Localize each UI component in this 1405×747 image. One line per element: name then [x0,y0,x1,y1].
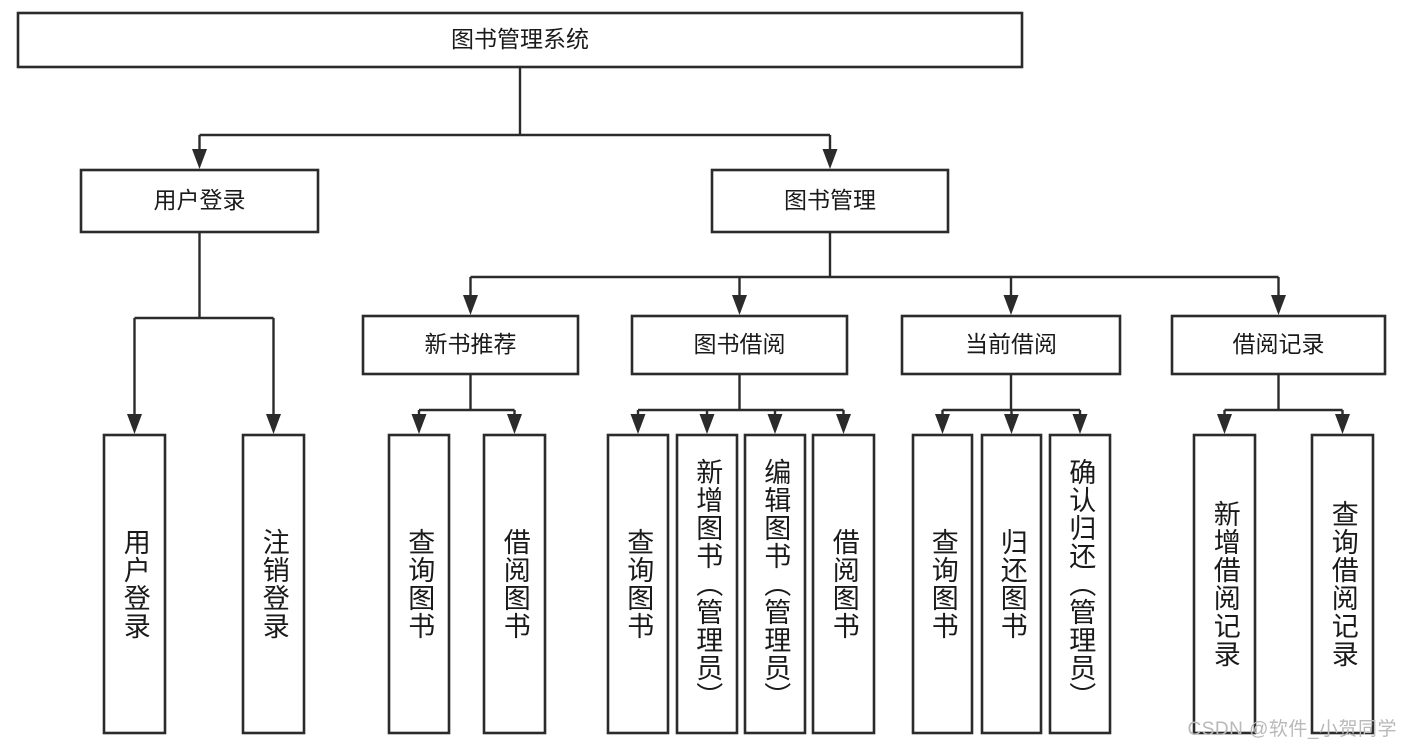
arrow-head-icon [699,414,715,434]
arrow-head-icon [630,414,646,434]
node-level3-2[interactable] [900,314,1122,376]
node-level2-0[interactable] [79,168,320,234]
node-leaf-0[interactable] [102,433,167,735]
arrow-head-icon [1004,414,1019,434]
connector-layer [127,67,1350,434]
node-leaf-6[interactable] [743,433,807,735]
arrow-head-icon [1072,414,1088,434]
node-level3-label-2: 当前借阅 [965,331,1057,357]
arrow-head-icon [1217,414,1232,434]
node-level3-1[interactable] [630,314,849,376]
arrow-head-icon [767,414,783,434]
node-leaf-5[interactable] [675,433,739,735]
node-leaf-4[interactable] [606,433,670,735]
node-root[interactable] [16,11,1024,69]
arrow-head-icon [1003,295,1019,315]
arrow-head-icon [1271,295,1286,315]
arrow-head-icon [836,414,851,434]
arrow-head-icon [463,295,478,315]
node-leaf-12[interactable] [1310,433,1375,735]
arrow-head-icon [507,414,522,434]
node-level2-1[interactable] [710,168,950,234]
arrow-head-icon [411,414,427,434]
node-level3-0[interactable] [361,314,580,376]
node-leaf-9[interactable] [980,433,1043,735]
node-leaf-3[interactable] [482,433,547,735]
node-level3-label-1: 图书借阅 [694,331,786,357]
node-root-label: 图书管理系统 [451,26,589,52]
node-leaf-11[interactable] [1192,433,1257,735]
arrow-head-icon [822,149,838,169]
arrow-head-icon [127,414,142,434]
node-level3-3[interactable] [1170,314,1387,376]
arrow-head-icon [266,414,281,434]
arrow-head-icon [732,295,747,315]
arrow-head-icon [192,149,207,169]
node-level3-label-3: 借阅记录 [1233,331,1325,357]
node-level3-label-0: 新书推荐 [425,331,517,357]
arrow-head-icon [935,414,950,434]
box-layer [16,11,1387,735]
arrow-head-icon [1335,414,1350,434]
watermark: CSDN @软件_小贺同学 [1187,719,1397,740]
node-leaf-7[interactable] [811,433,876,735]
node-leaf-8[interactable] [911,433,974,735]
node-leaf-10[interactable] [1048,433,1112,735]
node-level2-label-0: 用户登录 [154,187,246,213]
node-leaf-2[interactable] [387,433,451,735]
node-leaf-1[interactable] [241,433,306,735]
node-level2-label-1: 图书管理 [784,187,876,213]
